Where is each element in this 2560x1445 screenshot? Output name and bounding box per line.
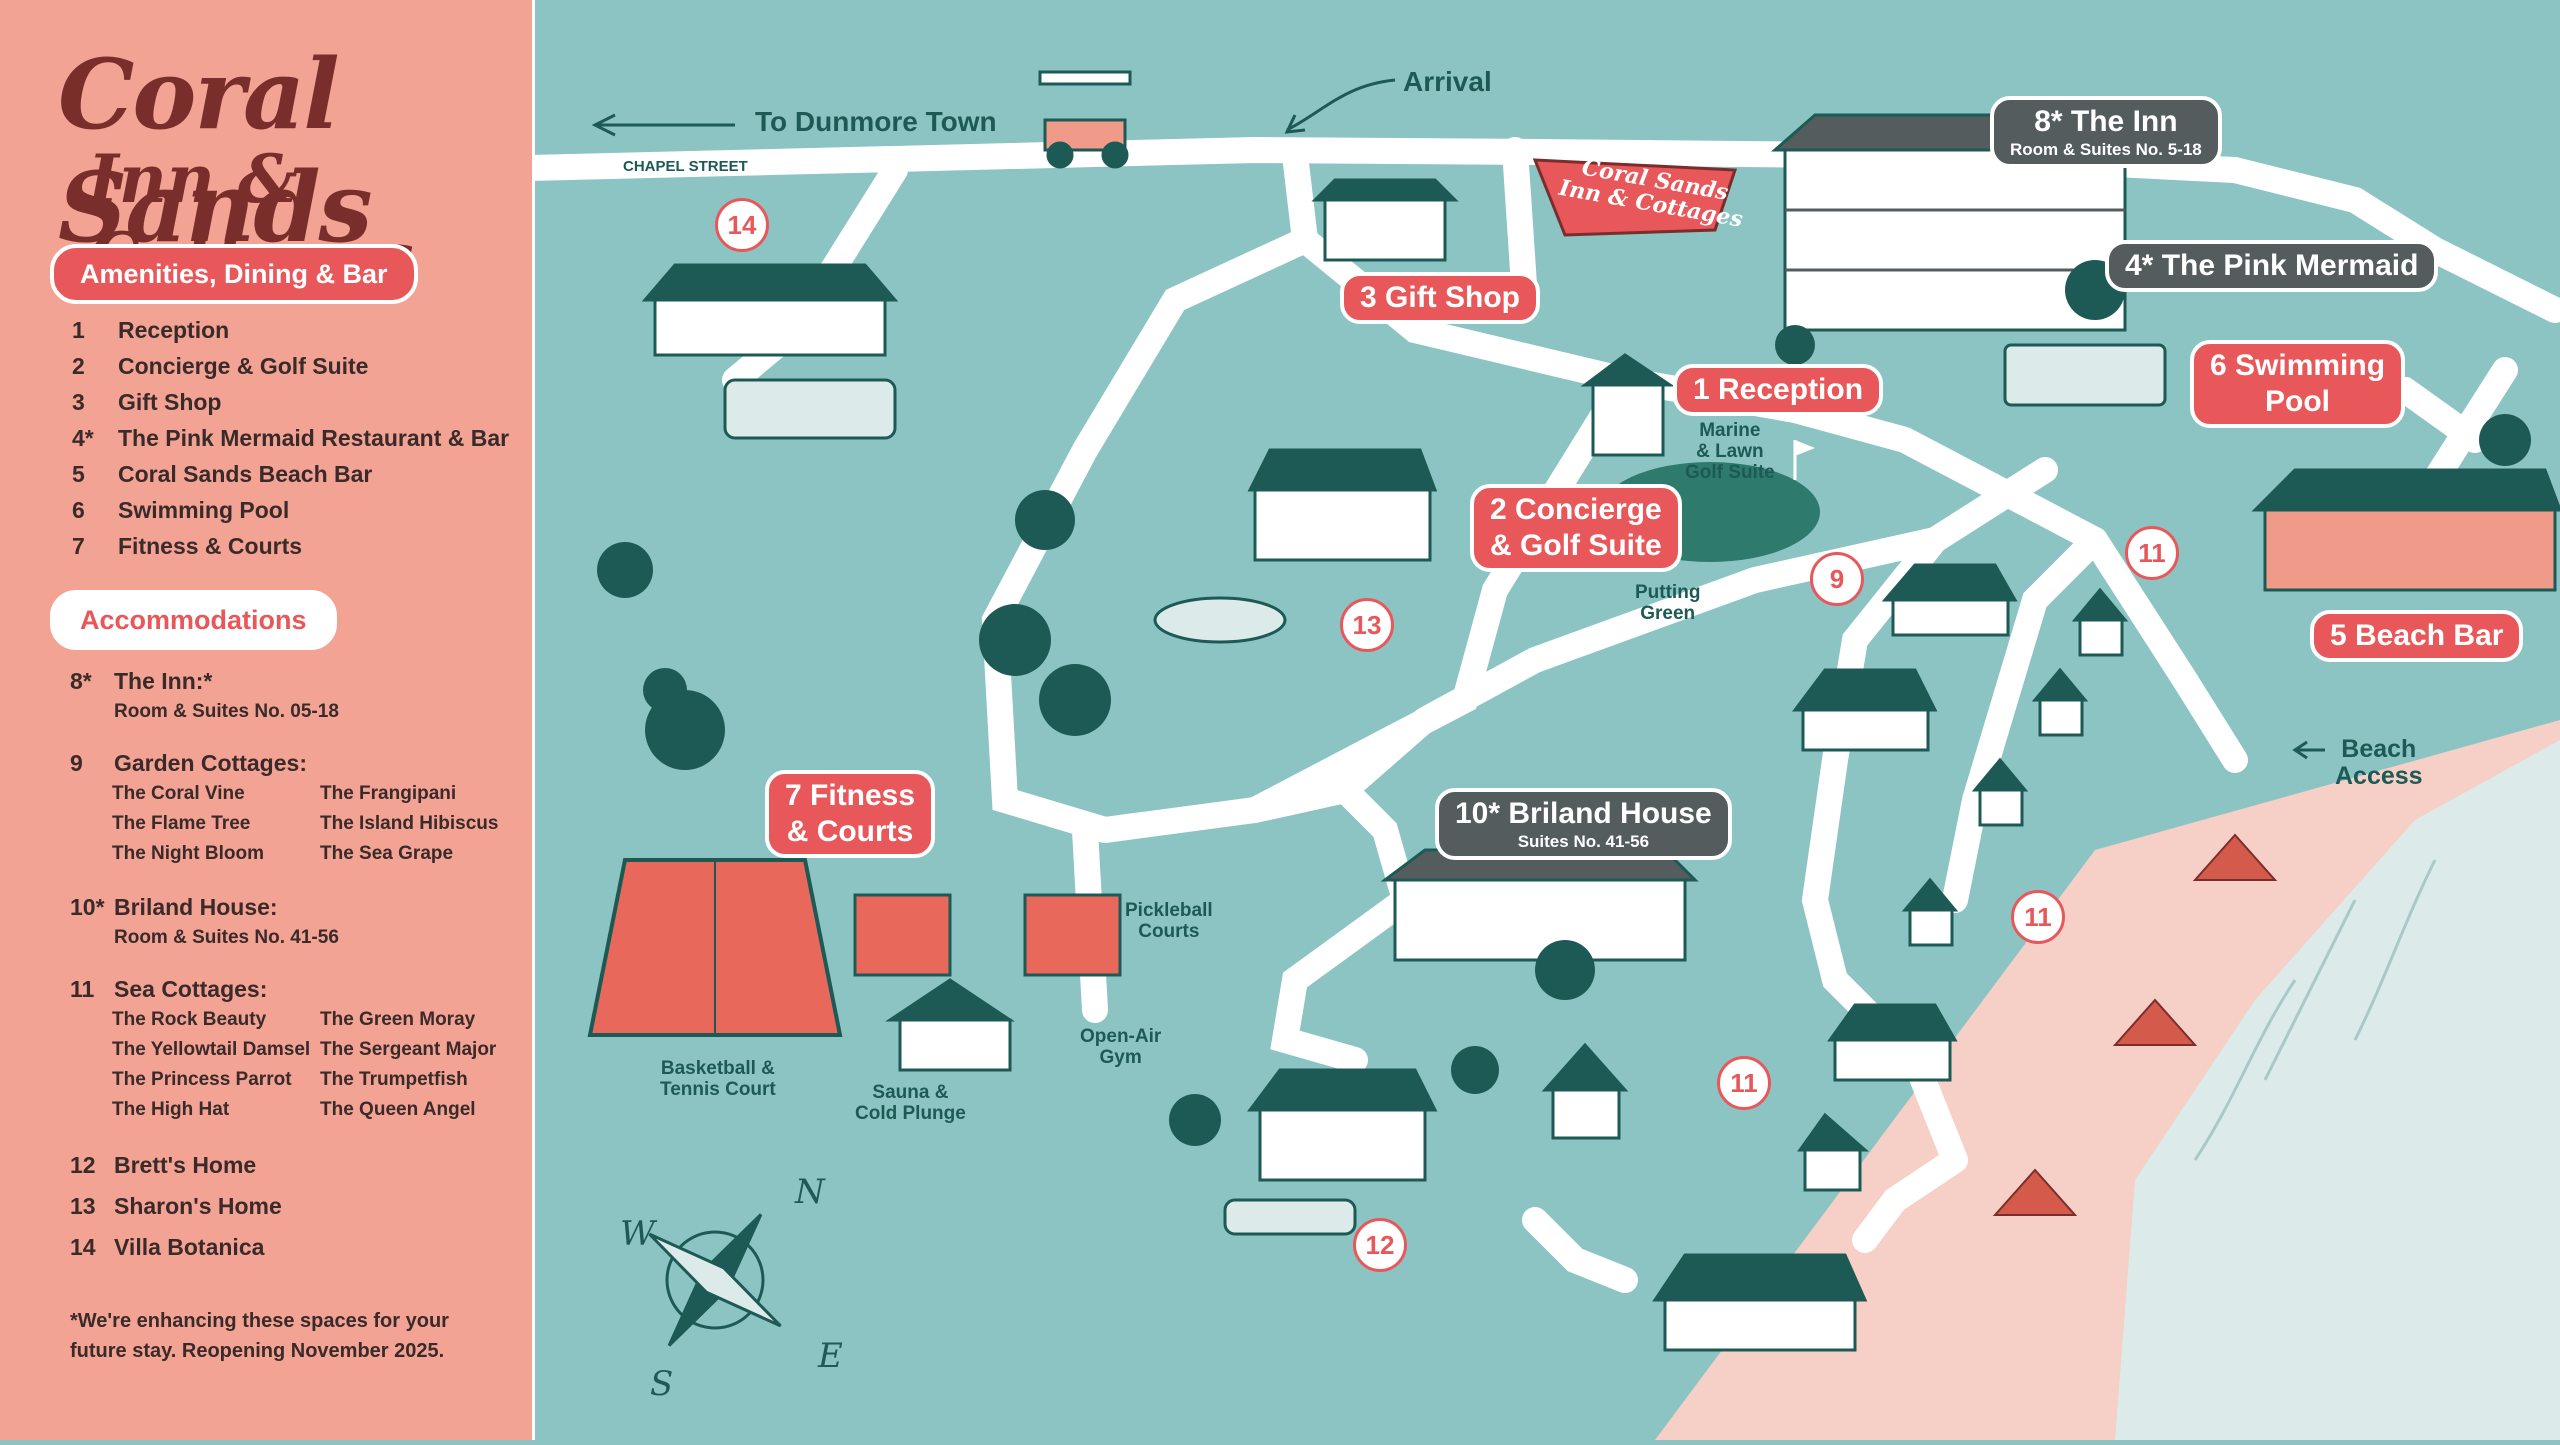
marker-11a[interactable]: 11 xyxy=(2125,526,2179,580)
marker-12[interactable]: 12 xyxy=(1353,1218,1407,1272)
tag-concierge[interactable]: 2 Concierge& Golf Suite xyxy=(1470,484,1682,572)
beach-umbrellas xyxy=(1992,833,2278,1216)
marker-9[interactable]: 9 xyxy=(1810,552,1864,606)
acc-inn[interactable]: 8*The Inn:* Room & Suites No. 05-18 xyxy=(70,668,339,722)
compass-s: S xyxy=(650,1364,674,1404)
sea-cottage-3 xyxy=(1971,757,2029,827)
brand-title: Coral Sands xyxy=(58,38,373,264)
sharons-pool xyxy=(1153,596,1287,644)
sea-cottage-1 xyxy=(2071,587,2129,657)
ocean xyxy=(2115,740,2560,1440)
sharons-home xyxy=(1247,448,1438,562)
tag-pink-mermaid[interactable]: 4* The Pink Mermaid xyxy=(2105,240,2439,292)
arrival-label: Arrival xyxy=(1403,66,1492,97)
golf-cart xyxy=(1038,70,1132,169)
villa-pool xyxy=(723,378,897,440)
marker-13[interactable]: 13 xyxy=(1340,598,1394,652)
tag-fitness-courts[interactable]: 7 Fitness& Courts xyxy=(765,770,936,858)
cottage-a xyxy=(1541,1042,1629,1140)
beach-bar-building xyxy=(2251,468,2560,592)
sea-cottage-6 xyxy=(1797,1112,1869,1192)
garden-cottage-2 xyxy=(1792,668,1938,752)
main-pool xyxy=(2003,343,2167,407)
legend-panel: Coral Sands Inn & Cottages Amenities, Di… xyxy=(0,0,535,1440)
marker-14[interactable]: 14 xyxy=(715,198,769,252)
compass-e: E xyxy=(818,1336,843,1376)
amenity-item[interactable]: 4*The Pink Mermaid Restaurant & Bar xyxy=(72,424,510,451)
amenities-heading: Amenities, Dining & Bar xyxy=(50,244,418,304)
compass-w: W xyxy=(620,1214,655,1254)
resort-map[interactable]: To Dunmore Town Arrival CHAPEL STREET Co… xyxy=(517,0,2560,1440)
reception-building xyxy=(1580,353,1675,457)
tag-beach-bar[interactable]: 5 Beach Bar xyxy=(2310,610,2524,662)
buildings xyxy=(641,113,2560,1352)
marker-11c[interactable]: 11 xyxy=(1717,1056,1771,1110)
pickleball-court-1 xyxy=(853,893,952,977)
resort-sign xyxy=(1532,158,1738,237)
compass-rose xyxy=(648,1213,782,1347)
bretts-pool xyxy=(1223,1198,1357,1236)
villa-botanica xyxy=(641,263,899,357)
compass-n: N xyxy=(795,1172,825,1212)
sauna-building xyxy=(885,978,1015,1072)
gift-shop-building xyxy=(1311,178,1459,262)
sauna-label: Sauna &Cold Plunge xyxy=(855,1082,966,1124)
tag-reception[interactable]: 1 Reception xyxy=(1673,364,1884,416)
pickleball-court-2 xyxy=(1023,893,1122,977)
map-arrows xyxy=(591,78,2325,760)
court-label: Basketball &Tennis Court xyxy=(660,1058,776,1100)
street-label: CHAPEL STREET xyxy=(623,158,748,175)
sea-cottage-2 xyxy=(2031,667,2089,737)
palm-trees xyxy=(597,260,2531,1146)
marker-11b[interactable]: 11 xyxy=(2011,890,2065,944)
briland-house-building xyxy=(1380,848,1699,962)
sea-cottage-5 xyxy=(1827,1003,1958,1082)
acc-briland[interactable]: 10*Briland House: Room & Suites No. 41-5… xyxy=(70,894,339,948)
accommodations-heading: Accommodations xyxy=(50,590,337,650)
garden-cottage-1 xyxy=(1881,563,2018,637)
tag-gift-shop[interactable]: 3 Gift Shop xyxy=(1340,272,1540,324)
cottage-b xyxy=(1652,1253,1868,1352)
footnote: *We're enhancing these spaces for your f… xyxy=(70,1310,449,1362)
map-artwork xyxy=(517,70,2560,1440)
bretts-home xyxy=(1247,1068,1438,1182)
to-town-label: To Dunmore Town xyxy=(755,106,997,137)
sea-cottage-4 xyxy=(1901,877,1959,947)
